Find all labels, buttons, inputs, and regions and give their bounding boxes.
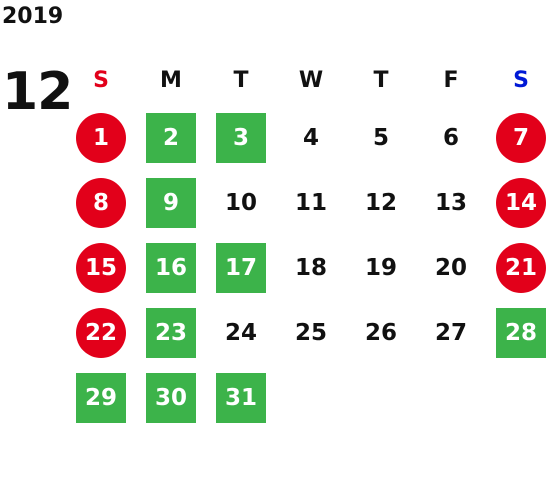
day-cell[interactable]: 19 <box>364 254 397 281</box>
day-cell[interactable]: 5 <box>372 124 389 151</box>
month-number: 12 <box>2 62 73 122</box>
day-cell[interactable]: 7 <box>496 112 546 163</box>
day-cell[interactable]: 21 <box>496 242 546 293</box>
week-row-1: 1 2 3 4 5 6 7 <box>66 105 548 170</box>
day-cell[interactable]: 17 <box>216 242 266 293</box>
calendar-grid: S M T W T F S 1 2 3 4 5 6 7 8 9 10 11 12… <box>66 55 548 430</box>
day-cell[interactable]: 14 <box>496 177 546 228</box>
day-cell[interactable]: 30 <box>146 372 196 423</box>
day-cell[interactable]: 15 <box>76 242 126 293</box>
day-cell[interactable]: 22 <box>76 307 126 358</box>
day-cell[interactable]: 25 <box>294 319 327 346</box>
day-cell[interactable]: 12 <box>364 189 397 216</box>
day-cell[interactable]: 9 <box>146 177 196 228</box>
day-cell[interactable]: 11 <box>294 189 327 216</box>
day-cell[interactable]: 20 <box>434 254 467 281</box>
weekday-sat: S <box>513 67 529 93</box>
day-cell[interactable]: 31 <box>216 372 266 423</box>
weekday-wed: W <box>298 67 324 93</box>
weekday-thu: T <box>373 67 389 93</box>
day-cell[interactable]: 18 <box>294 254 327 281</box>
day-cell[interactable]: 8 <box>76 177 126 228</box>
weekday-fri: F <box>443 67 459 93</box>
day-cell[interactable]: 28 <box>496 307 546 358</box>
day-cell[interactable]: 13 <box>434 189 467 216</box>
day-cell[interactable]: 3 <box>216 112 266 163</box>
year-label: 2019 <box>2 4 64 29</box>
week-row-4: 22 23 24 25 26 27 28 <box>66 300 548 365</box>
day-cell[interactable]: 24 <box>224 319 257 346</box>
day-cell[interactable]: 2 <box>146 112 196 163</box>
weekday-mon: M <box>160 67 182 93</box>
day-cell[interactable]: 29 <box>76 372 126 423</box>
day-cell[interactable]: 23 <box>146 307 196 358</box>
day-cell[interactable]: 10 <box>224 189 257 216</box>
weekday-header: S M T W T F S <box>66 55 548 105</box>
day-cell[interactable]: 16 <box>146 242 196 293</box>
day-cell[interactable]: 27 <box>434 319 467 346</box>
week-row-3: 15 16 17 18 19 20 21 <box>66 235 548 300</box>
weekday-tue: T <box>233 67 249 93</box>
week-row-2: 8 9 10 11 12 13 14 <box>66 170 548 235</box>
day-cell[interactable]: 4 <box>302 124 319 151</box>
day-cell[interactable]: 26 <box>364 319 397 346</box>
weekday-sun: S <box>93 67 109 93</box>
day-cell[interactable]: 6 <box>442 124 459 151</box>
week-row-5: 29 30 31 <box>66 365 548 430</box>
day-cell[interactable]: 1 <box>76 112 126 163</box>
